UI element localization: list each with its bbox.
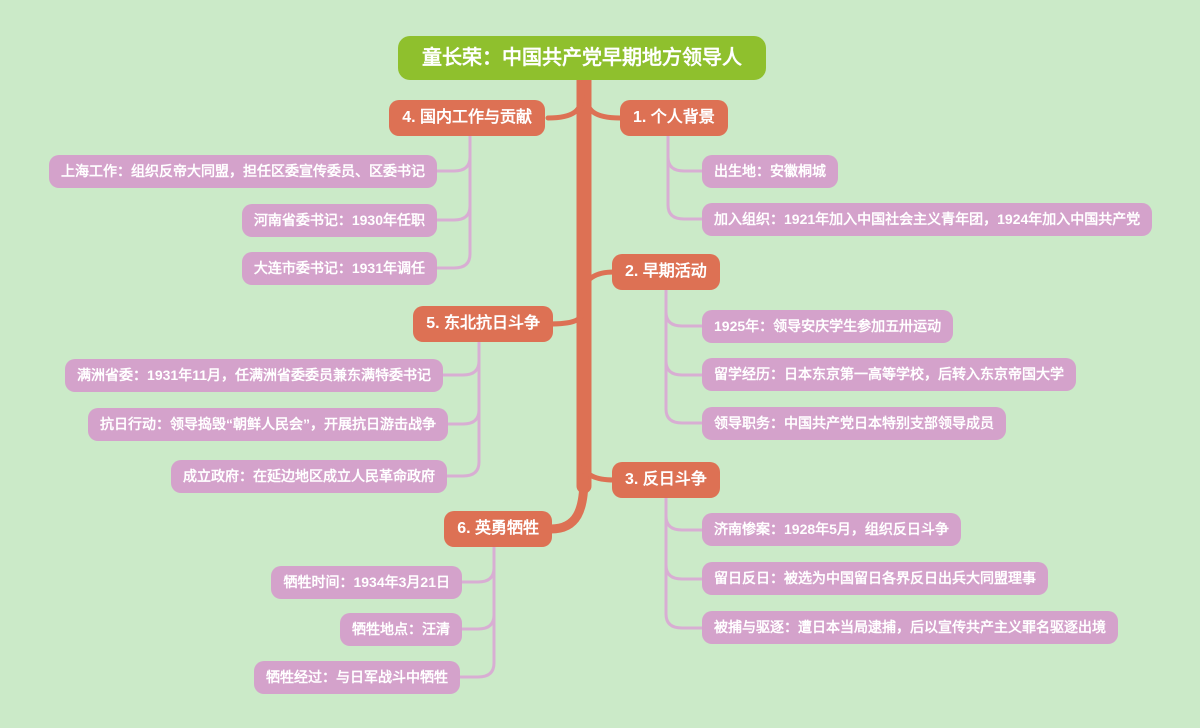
connector-b6-c1: [459, 543, 496, 631]
branch-early-activities[interactable]: 2. 早期活动: [612, 254, 720, 290]
connector-b5-c2: [444, 338, 481, 478]
child-connectors: [434, 132, 705, 679]
branch-personal-background[interactable]: 1. 个人背景: [620, 100, 728, 136]
child-jinan-incident[interactable]: 济南惨案：1928年5月，组织反日斗争: [702, 513, 961, 546]
child-henan-secretary[interactable]: 河南省委书记：1930年任职: [241, 204, 437, 237]
connector-trunk-b1: [583, 92, 623, 121]
child-manchuria-committee[interactable]: 满洲省委：1931年11月，任满洲省委委员兼东满特委书记: [65, 359, 443, 392]
branch-anti-japan-struggle[interactable]: 3. 反日斗争: [612, 462, 720, 498]
child-arrest-deportation[interactable]: 被捕与驱逐：遭日本当局逮捕，后以宣传共产主义罪名驱逐出境: [702, 611, 1118, 644]
child-anti-japan-action[interactable]: 抗日行动：领导捣毁“朝鲜人民会”，开展抗日游击战争: [88, 408, 448, 441]
child-shanghai-work[interactable]: 上海工作：组织反帝大同盟，担任区委宣传委员、区委书记: [49, 155, 437, 188]
connector-trunk-b6: [546, 473, 589, 534]
connector-b1-c0: [666, 132, 705, 173]
child-sacrifice-details[interactable]: 牺牲经过：与日军战斗中牺牲: [254, 661, 460, 694]
child-leadership-role[interactable]: 领导职务：中国共产党日本特别支部领导成员: [702, 407, 1006, 440]
connector-trunk-b3: [581, 461, 617, 483]
child-overseas-anti-japan[interactable]: 留日反日：被选为中国留日各界反日出兵大同盟理事: [702, 562, 1048, 595]
connector-b6-c0: [459, 543, 496, 584]
connector-b6-c2: [457, 543, 496, 679]
connector-trunk-b5: [546, 307, 586, 327]
connector-b3-c0: [664, 494, 705, 532]
connector-b2-c1: [664, 286, 705, 377]
connector-b4-c0: [434, 132, 472, 173]
branch-northeast-resistance[interactable]: 5. 东北抗日斗争: [413, 306, 553, 342]
connector-b4-c1: [434, 132, 472, 222]
child-sacrifice-place[interactable]: 牺牲地点：汪清: [340, 613, 462, 646]
child-birthplace[interactable]: 出生地：安徽桐城: [702, 155, 838, 188]
connector-b2-c0: [664, 286, 705, 328]
child-dalian-secretary[interactable]: 大连市委书记：1931年调任: [241, 252, 437, 285]
child-1925-movement[interactable]: 1925年：领导安庆学生参加五卅运动: [702, 310, 954, 343]
connector-trunk-b2: [581, 269, 617, 295]
connector-trunk-b4: [545, 92, 585, 121]
child-join-organization[interactable]: 加入组织：1921年加入中国社会主义青年团，1924年加入中国共产党: [702, 203, 1153, 236]
child-establish-government[interactable]: 成立政府：在延边地区成立人民革命政府: [171, 460, 447, 493]
branch-domestic-work[interactable]: 4. 国内工作与贡献: [389, 100, 545, 136]
connector-b4-c2: [434, 132, 472, 270]
connector-b5-c0: [440, 338, 481, 377]
child-sacrifice-time[interactable]: 牺牲时间：1934年3月21日: [271, 566, 462, 599]
connector-b3-c2: [664, 494, 705, 630]
connector-b1-c1: [666, 132, 705, 221]
connector-b2-c2: [664, 286, 705, 425]
branch-connectors: [545, 54, 623, 534]
connector-b3-c1: [664, 494, 705, 581]
connector-b5-c1: [445, 338, 481, 426]
central-topic[interactable]: 童长荣：中国共产党早期地方领导人: [398, 36, 766, 80]
branch-heroic-sacrifice[interactable]: 6. 英勇牺牲: [444, 511, 552, 547]
child-study-abroad[interactable]: 留学经历：日本东京第一高等学校，后转入东京帝国大学: [702, 358, 1076, 391]
